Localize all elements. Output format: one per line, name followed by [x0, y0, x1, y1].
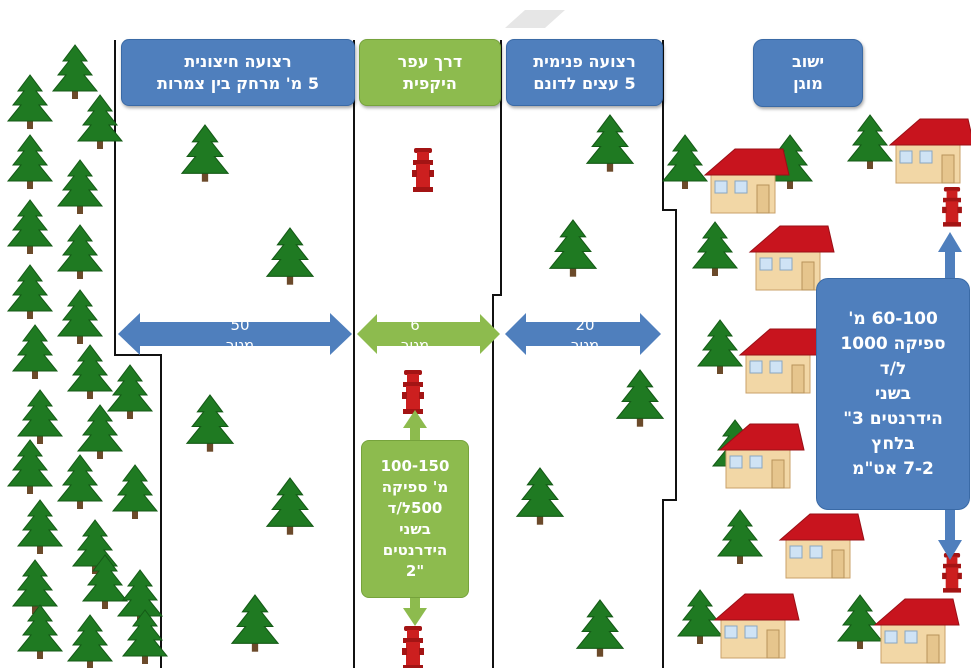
tree-icon — [57, 289, 103, 345]
tree-icon — [7, 264, 53, 320]
house-icon — [889, 118, 971, 184]
inner-zone-box: רצועה פנימית 5 עצים לדונם — [506, 39, 663, 106]
tree-icon — [7, 199, 53, 255]
tree-icon — [186, 394, 234, 453]
tree-icon — [12, 559, 58, 615]
outer-width-arrow — [118, 313, 352, 355]
dirt-road-title: דרך עפר — [397, 51, 463, 71]
tree-icon — [692, 221, 738, 277]
inner-zone-subtitle: 5 עצים לדונם — [533, 73, 636, 93]
settlement-hydrant-line-3: ל/ד — [879, 358, 907, 379]
hydrant-icon — [942, 553, 962, 593]
tree-icon — [17, 604, 63, 660]
road-width-arrow — [357, 314, 500, 354]
tree-icon — [17, 389, 63, 445]
tree-icon — [57, 224, 103, 280]
tree-icon — [516, 467, 564, 526]
hydrant-icon — [412, 148, 434, 192]
top-marker — [505, 10, 565, 28]
tree-icon — [266, 227, 314, 286]
road-hydrant-line-5: הידרנטים — [382, 541, 448, 559]
tree-icon — [549, 219, 597, 278]
tree-icon — [7, 74, 53, 130]
road-hydrant-line-4: בשני — [399, 520, 431, 538]
settlement-hydrant-line-4: בשני — [875, 383, 911, 404]
hydrant-icon — [402, 626, 424, 668]
tree-icon — [662, 134, 708, 190]
tree-icon — [231, 594, 279, 653]
settlement-title: ישוב — [791, 52, 825, 71]
settlement-hydrant-line-5: הידרנטים 3" — [843, 408, 943, 429]
tree-icon — [586, 114, 634, 173]
tree-icon — [616, 369, 664, 428]
tree-icon — [57, 454, 103, 510]
zone-boundaries — [114, 40, 677, 668]
hydrant-icon — [942, 187, 962, 227]
road-hydrant-line-2: מ' ספיקה — [381, 478, 449, 496]
tree-icon — [266, 477, 314, 536]
outer-zone-subtitle: 5 מ' מרחק בין צמרות — [157, 73, 319, 93]
house-icon — [779, 513, 865, 579]
hydrant-icon — [402, 370, 424, 414]
tree-icon — [7, 134, 53, 190]
tree-icon — [7, 439, 53, 495]
tree-icon — [52, 44, 98, 100]
settlement-hydrant-line-1: 60-100 מ' — [848, 308, 938, 329]
settlement-box: ישוב מוגן — [753, 39, 863, 107]
inner-zone-title: רצועה פנימית — [533, 51, 636, 71]
settlement-hydrant-line-6: בלחץ — [871, 433, 915, 454]
tree-icon — [57, 159, 103, 215]
tree-icon — [67, 344, 113, 400]
tree-icon — [12, 324, 58, 380]
road-hydrant-line-1: 100-150 — [380, 457, 450, 475]
settlement-hydrant-line-7: 7-2 אט"מ — [852, 458, 934, 479]
tree-icon — [717, 509, 763, 565]
outer-zone-box: רצועה חיצונית 5 מ' מרחק בין צמרות — [121, 39, 355, 106]
tree-icon — [181, 124, 229, 183]
settlement-subtitle: מוגן — [793, 74, 823, 93]
house-icon — [874, 598, 960, 664]
tree-icon — [112, 464, 158, 520]
road-hydrant-line-6: "2 — [405, 562, 425, 580]
inner-width-arrow — [505, 313, 661, 355]
house-icon — [714, 593, 800, 659]
tree-icon — [77, 404, 123, 460]
road-hydrant-line-3: 500ל/ד — [387, 499, 443, 517]
settlement-hydrant-line-2: ספיקה 1000 — [840, 333, 946, 354]
tree-icon — [677, 589, 723, 645]
tree-icon — [107, 364, 153, 420]
tree-icon — [837, 594, 883, 650]
dirt-road-box: דרך עפר היקפית — [359, 39, 501, 106]
tree-icon — [847, 114, 893, 170]
outer-zone-title: רצועה חיצונית — [184, 51, 292, 71]
tree-icon — [576, 599, 624, 658]
dirt-road-subtitle: היקפית — [403, 73, 457, 93]
tree-icon — [697, 319, 743, 375]
road-hydrant-box: 100-150 מ' ספיקה 500ל/ד בשני הידרנטים "2 — [361, 440, 469, 598]
house-icon — [739, 328, 825, 394]
settlement-hydrant-box: 60-100 מ' ספיקה 1000 ל/ד בשני הידרנטים 3… — [816, 278, 970, 510]
tree-icon — [67, 614, 113, 668]
tree-icon — [17, 499, 63, 555]
